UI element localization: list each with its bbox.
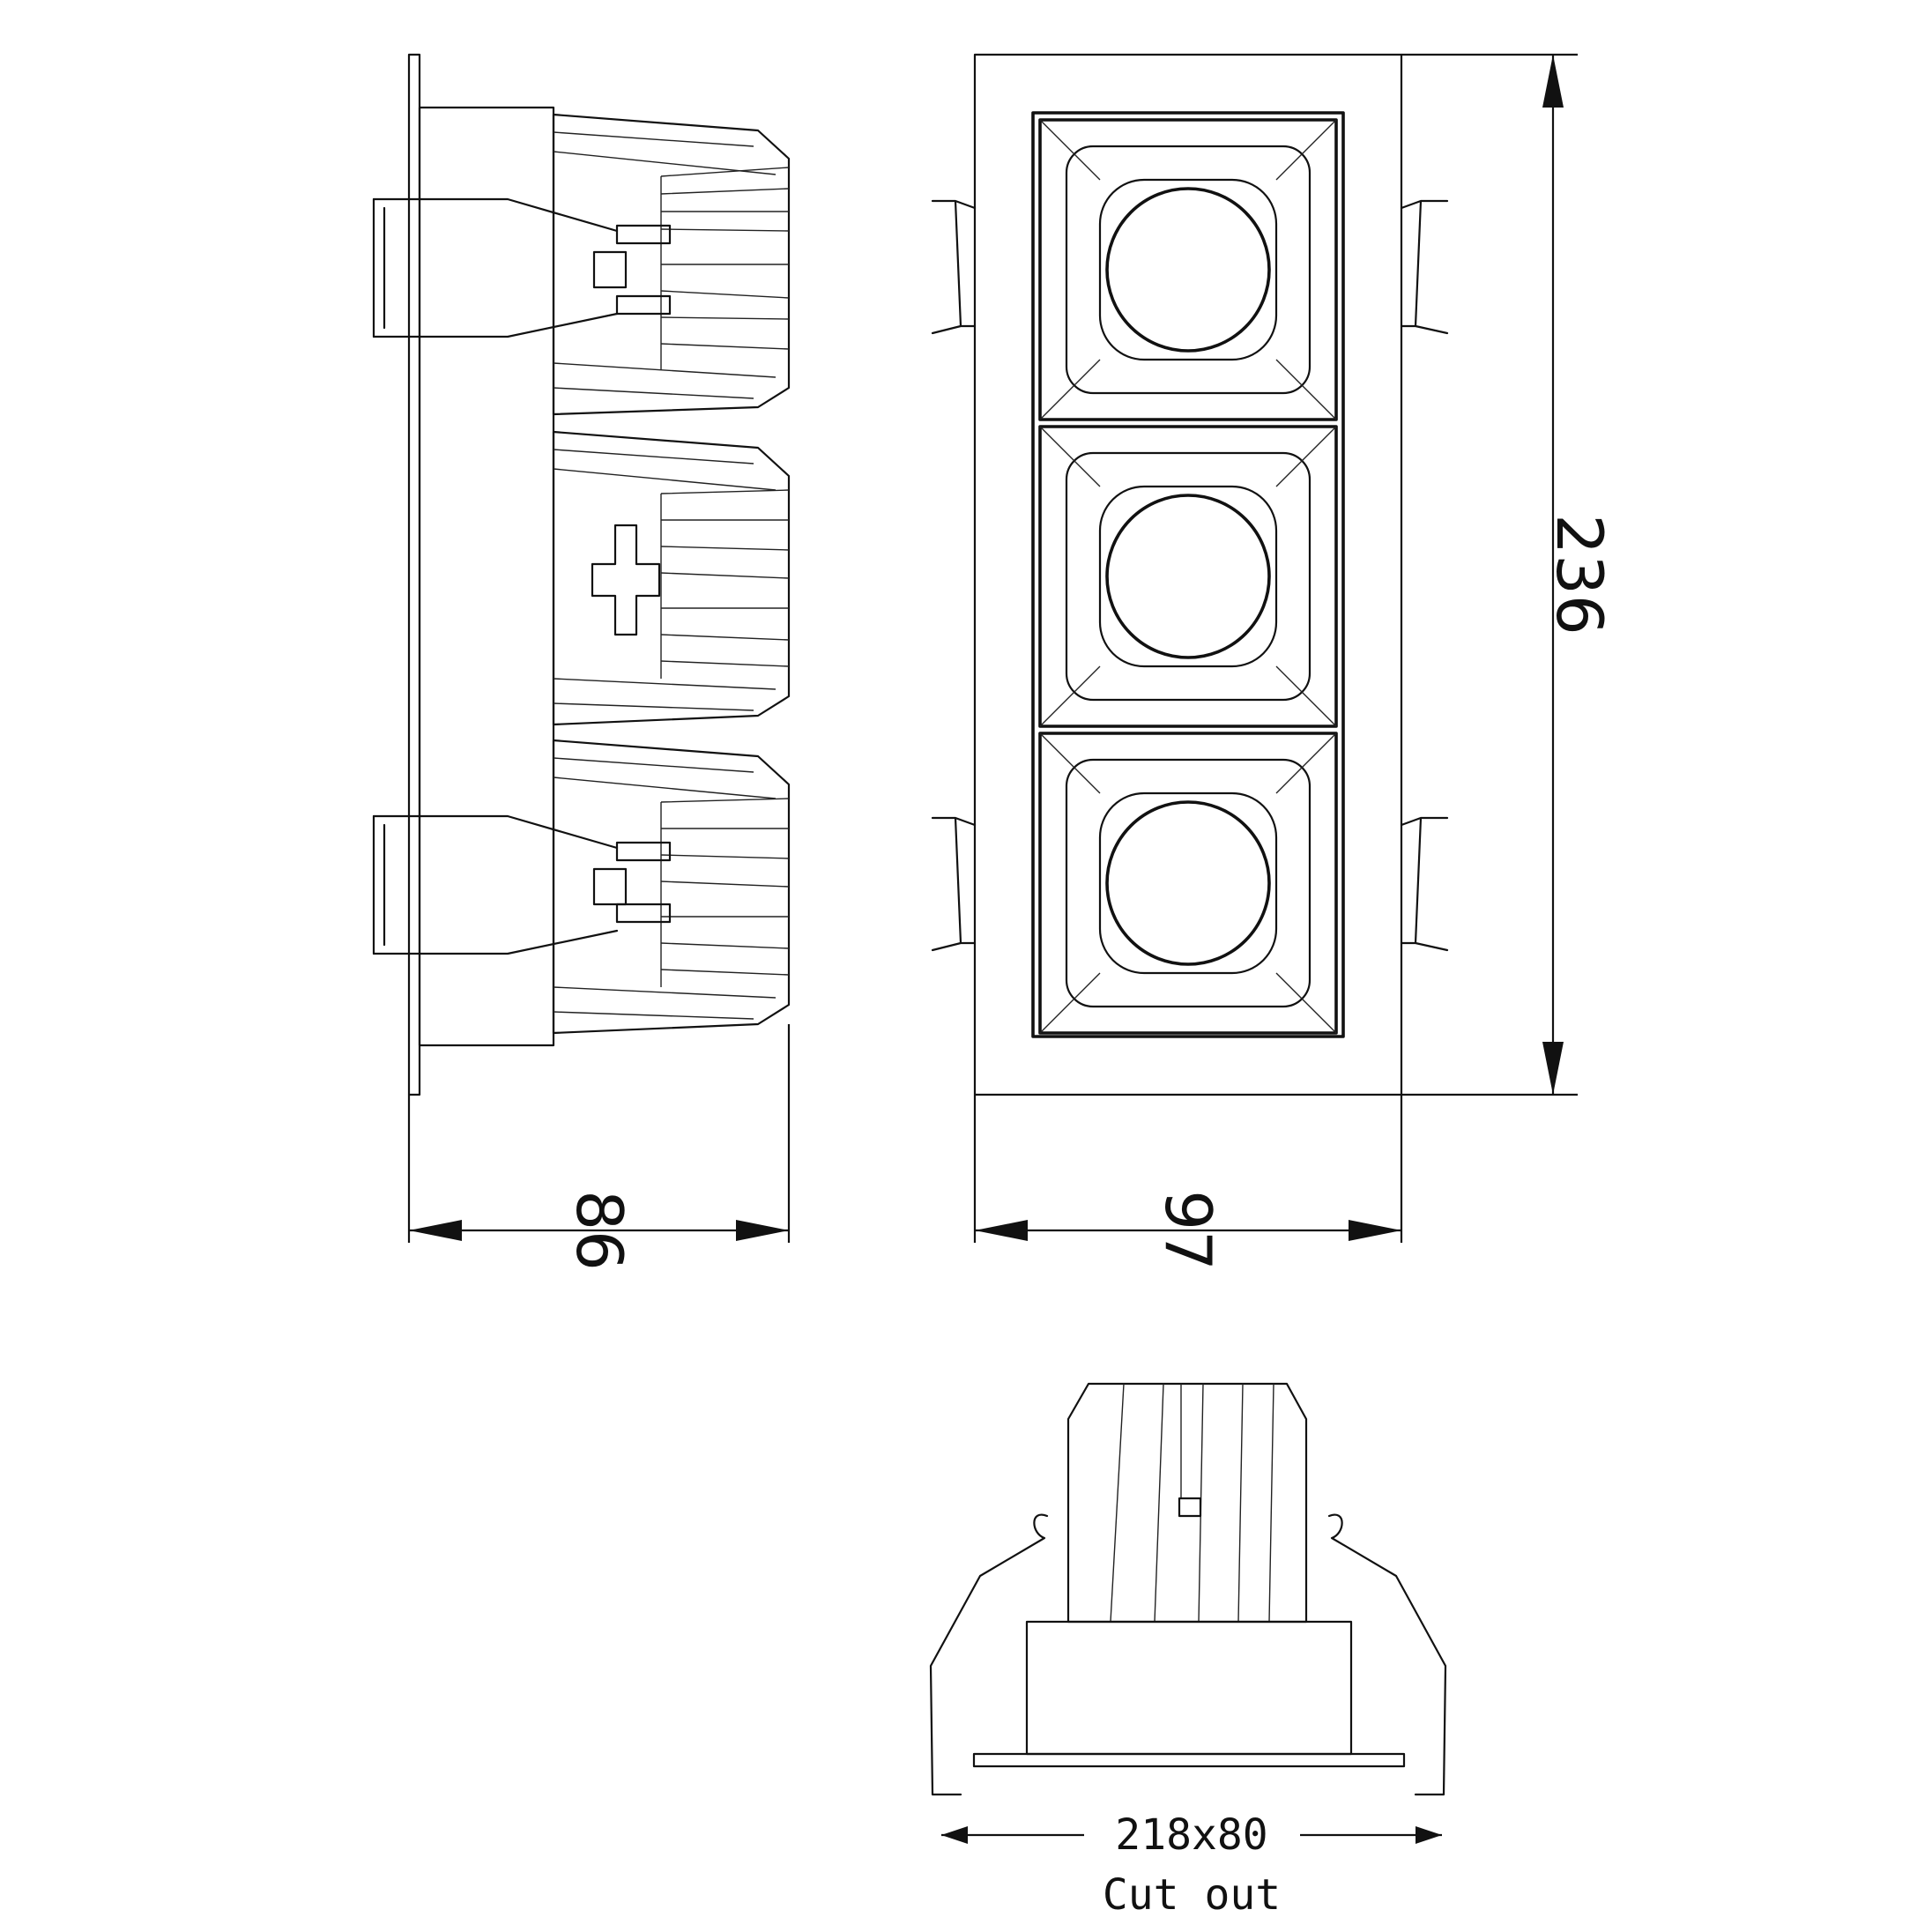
cutout-size-label: 218x80 xyxy=(1115,1810,1267,1860)
side-heatsink-bottom xyxy=(552,739,791,1035)
cutout-caption: Cut out xyxy=(1103,1870,1281,1920)
end-heatsink xyxy=(1066,1382,1308,1624)
side-heatsink-middle xyxy=(552,430,791,726)
length-label: 236 xyxy=(1542,514,1616,635)
side-cross-connector xyxy=(591,524,661,636)
front-module-frame xyxy=(1031,111,1345,1038)
side-spring-clip-bottom xyxy=(372,814,672,955)
front-cell-1 xyxy=(1038,118,1338,421)
end-flange xyxy=(972,1752,1406,1768)
side-flange xyxy=(407,53,421,1096)
cutout-dimension: 218x80 Cut out xyxy=(941,1810,1442,1920)
front-view: 97 236 xyxy=(931,53,1616,1271)
lens-1 xyxy=(1105,187,1271,353)
depth-label: 86 xyxy=(562,1190,636,1271)
front-trim xyxy=(973,53,1403,1096)
lens-2 xyxy=(1105,494,1271,659)
length-dimension: 236 xyxy=(1401,53,1616,1096)
end-housing xyxy=(1025,1620,1353,1756)
width-label: 97 xyxy=(1151,1190,1225,1271)
lens-3 xyxy=(1105,800,1271,966)
end-view: 218x80 Cut out xyxy=(929,1382,1447,1920)
front-clips xyxy=(931,199,1449,952)
depth-dimension: 86 xyxy=(407,1024,791,1271)
front-cell-3 xyxy=(1038,732,1338,1035)
side-housing xyxy=(418,106,555,1047)
end-spring-left xyxy=(929,1513,1049,1796)
side-view: 86 xyxy=(372,53,791,1271)
side-spring-clip-top xyxy=(372,197,672,338)
side-heatsink-top xyxy=(552,113,791,416)
end-spring-right xyxy=(1327,1513,1447,1796)
front-cell-2 xyxy=(1038,425,1338,728)
width-dimension: 97 xyxy=(973,1095,1403,1271)
